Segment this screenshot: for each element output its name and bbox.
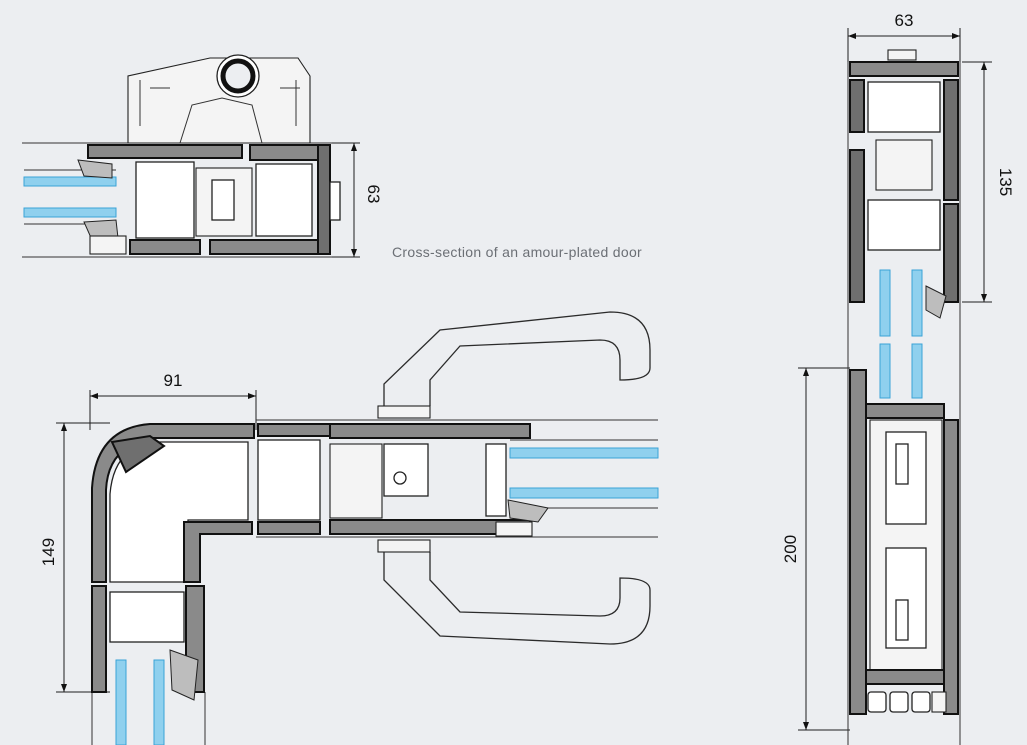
corner-section: 91 149 xyxy=(39,371,658,745)
handle-area xyxy=(329,311,659,645)
glass-pane xyxy=(23,176,117,187)
dimension-corner-width: 91 xyxy=(164,371,183,390)
top-section: 63 xyxy=(22,54,383,258)
dimension-vertical-upper: 135 xyxy=(996,168,1015,196)
diagram-caption: Cross-section of an amour-plated door xyxy=(392,244,642,260)
dimension-vertical-lower: 200 xyxy=(781,535,800,563)
vertical-section: 63 135 200 xyxy=(781,11,1015,745)
handle-top xyxy=(383,311,651,406)
chamber xyxy=(135,161,195,239)
dimension-corner-height: 149 xyxy=(39,538,58,566)
dimension-vertical-width: 63 xyxy=(895,11,914,30)
handle-bottom xyxy=(383,552,651,645)
lock-housing xyxy=(127,57,311,144)
profile-top xyxy=(87,144,243,159)
dimension-top-section: 63 xyxy=(364,185,383,204)
lock-body xyxy=(383,443,429,497)
